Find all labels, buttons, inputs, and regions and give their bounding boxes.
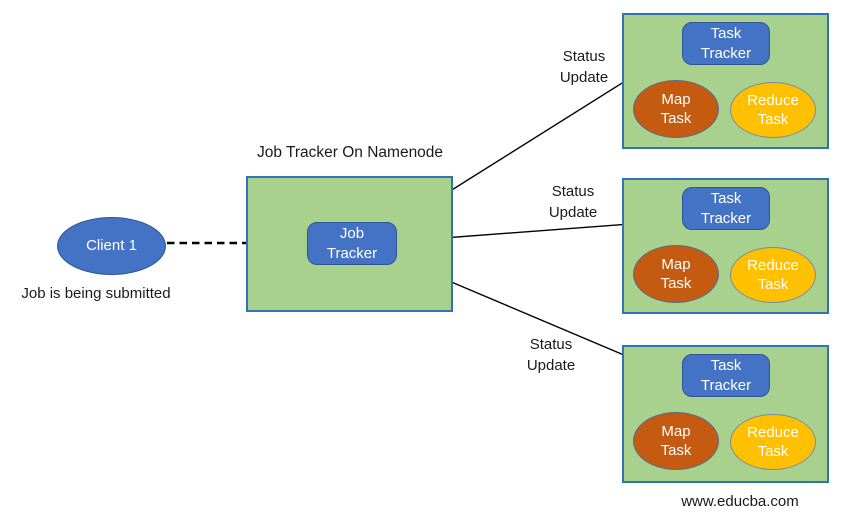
reduce-task-node-1: Reduce Task	[730, 82, 816, 138]
map-task-label: Map Task	[660, 422, 692, 460]
status-label-3: Status Update	[526, 336, 576, 374]
status-label-2: Status Update	[548, 183, 598, 221]
reduce-task-node-3: Reduce Task	[730, 414, 816, 470]
task-tracker-label: Task Tracker	[700, 190, 752, 227]
map-task-label: Map Task	[660, 90, 692, 128]
reduce-task-node-2: Reduce Task	[730, 247, 816, 303]
job-tracker-label: Job Tracker	[326, 225, 378, 262]
client-caption: Job is being submitted	[21, 285, 171, 302]
namenode-title: Job Tracker On Namenode	[256, 144, 444, 161]
reduce-task-label: Reduce Task	[747, 256, 799, 294]
task-tracker-label: Task Tracker	[700, 25, 752, 62]
tracker-box-3: Task Tracker Map Task Reduce Task	[622, 345, 829, 483]
map-task-node-1: Map Task	[633, 80, 719, 138]
task-tracker-node-2: Task Tracker	[682, 187, 770, 230]
status-label-1: Status Update	[559, 48, 609, 86]
namenode-box: Job Tracker	[246, 176, 453, 312]
reduce-task-label: Reduce Task	[747, 91, 799, 129]
tracker-box-2: Task Tracker Map Task Reduce Task	[622, 178, 829, 314]
job-tracker-node: Job Tracker	[307, 222, 397, 265]
footer-watermark: www.educba.com	[681, 493, 799, 510]
map-task-label: Map Task	[660, 255, 692, 293]
map-task-node-3: Map Task	[633, 412, 719, 470]
task-tracker-node-3: Task Tracker	[682, 354, 770, 397]
tracker-box-1: Task Tracker Map Task Reduce Task	[622, 13, 829, 149]
task-tracker-label: Task Tracker	[700, 357, 752, 394]
task-tracker-node-1: Task Tracker	[682, 22, 770, 65]
client-node: Client 1	[57, 217, 166, 275]
client-label: Client 1	[86, 237, 137, 255]
map-task-node-2: Map Task	[633, 245, 719, 303]
reduce-task-label: Reduce Task	[747, 423, 799, 461]
